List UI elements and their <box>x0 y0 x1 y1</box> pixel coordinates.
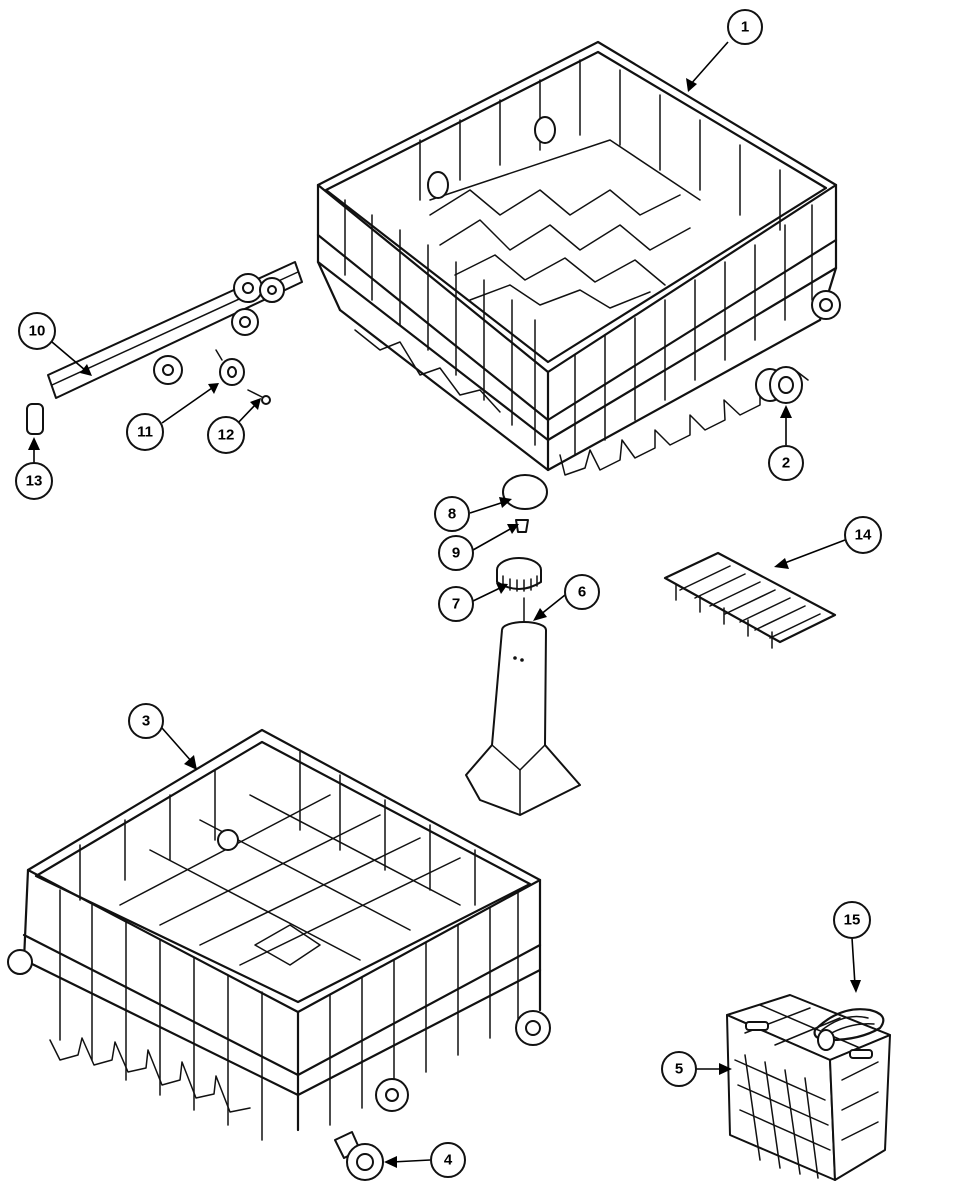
tower-screw <box>515 519 529 533</box>
svg-text:9: 9 <box>452 545 460 562</box>
svg-text:8: 8 <box>448 506 456 523</box>
svg-text:7: 7 <box>452 596 460 613</box>
svg-text:14: 14 <box>855 527 872 544</box>
callout-8: 8 <box>434 496 470 532</box>
callout-14: 14 <box>844 516 882 554</box>
svg-text:1: 1 <box>741 19 749 36</box>
wash-tower <box>465 597 581 816</box>
lower-rack-wheel <box>334 1131 384 1181</box>
lower-dishrack <box>7 728 551 1141</box>
leader-lines <box>28 41 861 1168</box>
callout-4: 4 <box>430 1142 466 1178</box>
screw <box>247 389 271 405</box>
callout-6: 6 <box>564 574 600 610</box>
upper-dishrack <box>316 40 841 476</box>
cup-shelf <box>663 551 837 649</box>
callout-12: 12 <box>207 416 245 454</box>
silverware-basket <box>726 994 891 1181</box>
rack-track <box>47 261 303 399</box>
callout-2: 2 <box>768 445 804 481</box>
callout-11: 11 <box>126 413 164 451</box>
svg-text:12: 12 <box>218 427 235 444</box>
callout-9: 9 <box>438 535 474 571</box>
callout-10: 10 <box>18 312 56 350</box>
callout-5: 5 <box>661 1051 697 1087</box>
callout-3: 3 <box>128 703 164 739</box>
basket-handle <box>813 1008 885 1051</box>
svg-text:13: 13 <box>26 473 43 490</box>
svg-text:5: 5 <box>675 1061 683 1078</box>
upper-rack-wheel <box>755 366 803 404</box>
track-wheel <box>215 349 245 386</box>
svg-text:10: 10 <box>29 323 46 340</box>
svg-text:6: 6 <box>578 584 586 601</box>
tower-cap <box>502 474 548 510</box>
callout-1: 1 <box>727 9 763 45</box>
tower-nut <box>496 557 542 592</box>
svg-text:3: 3 <box>142 713 150 730</box>
svg-text:15: 15 <box>844 912 861 929</box>
callout-13: 13 <box>15 462 53 500</box>
svg-text:11: 11 <box>137 424 153 441</box>
svg-text:2: 2 <box>782 455 790 472</box>
track-end-cap <box>26 403 44 435</box>
callout-7: 7 <box>438 586 474 622</box>
callout-15: 15 <box>833 901 871 939</box>
svg-text:4: 4 <box>444 1152 453 1169</box>
